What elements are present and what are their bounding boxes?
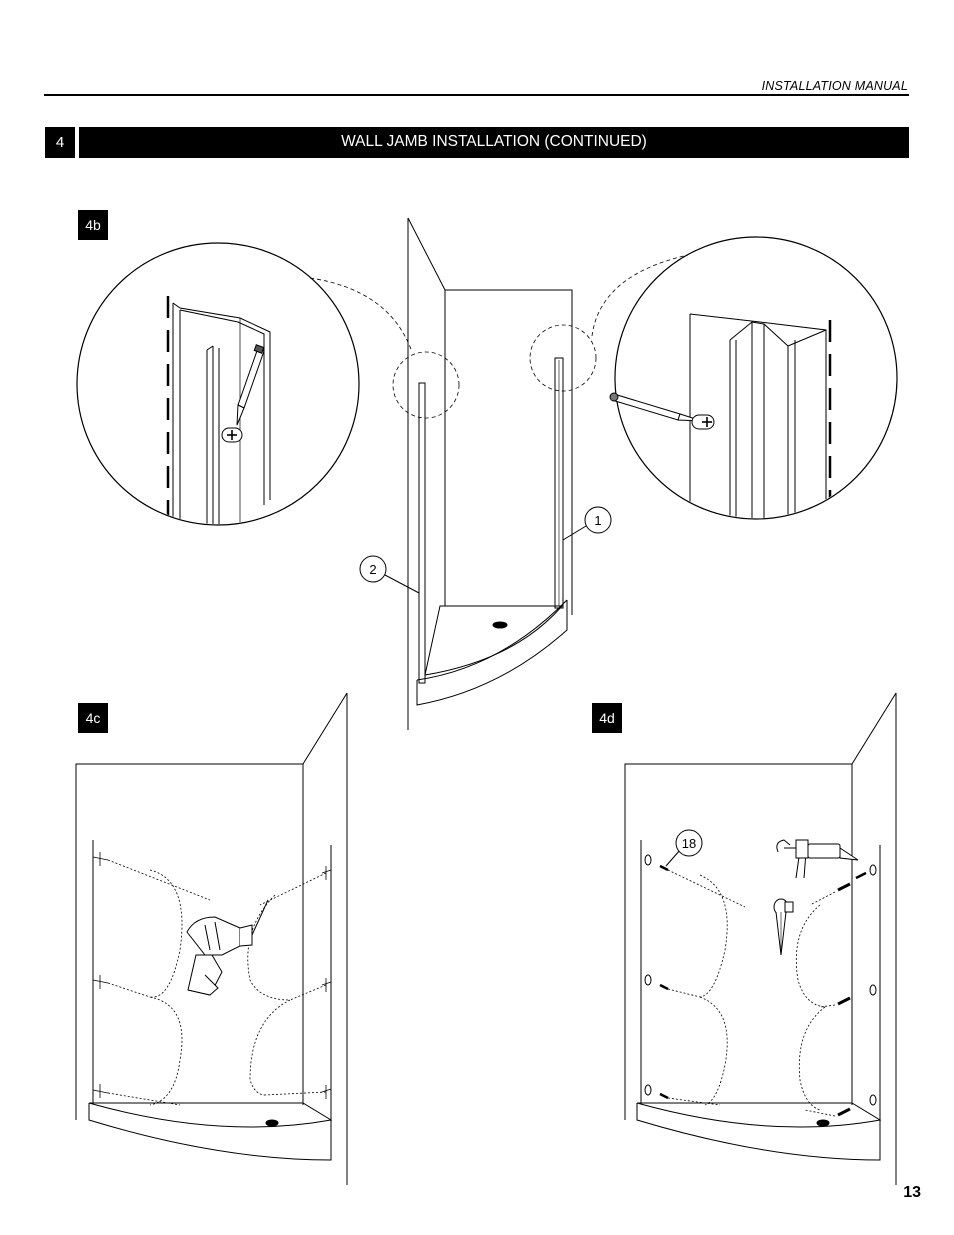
pencil-icon xyxy=(609,392,715,430)
callout-1: 1 xyxy=(594,513,601,528)
figure-4c-illustration xyxy=(75,692,348,1185)
step-title: WALL JAMB INSTALLATION (CONTINUED) xyxy=(79,127,909,158)
caulk-gun-icon xyxy=(776,839,859,879)
drill-icon xyxy=(186,899,269,996)
shower-enclosure-illustration xyxy=(309,217,689,730)
callout-18: 18 xyxy=(682,836,696,851)
step-number: 4 xyxy=(45,127,75,158)
header-rule xyxy=(44,94,909,96)
screwdriver-icon xyxy=(773,898,794,956)
detail-circle-right xyxy=(609,236,898,520)
callout-2: 2 xyxy=(369,562,376,577)
detail-circle-left xyxy=(76,242,360,526)
pencil-icon xyxy=(221,344,265,443)
screw-icon xyxy=(644,854,877,1117)
figure-tag-4c: 4c xyxy=(78,703,108,733)
figure-tag-4d: 4d xyxy=(592,703,622,733)
figure-4d-illustration xyxy=(624,692,897,1185)
figure-tag-4b: 4b xyxy=(78,210,108,240)
page-number: 13 xyxy=(903,1184,921,1201)
manual-title: INSTALLATION MANUAL xyxy=(761,79,908,93)
